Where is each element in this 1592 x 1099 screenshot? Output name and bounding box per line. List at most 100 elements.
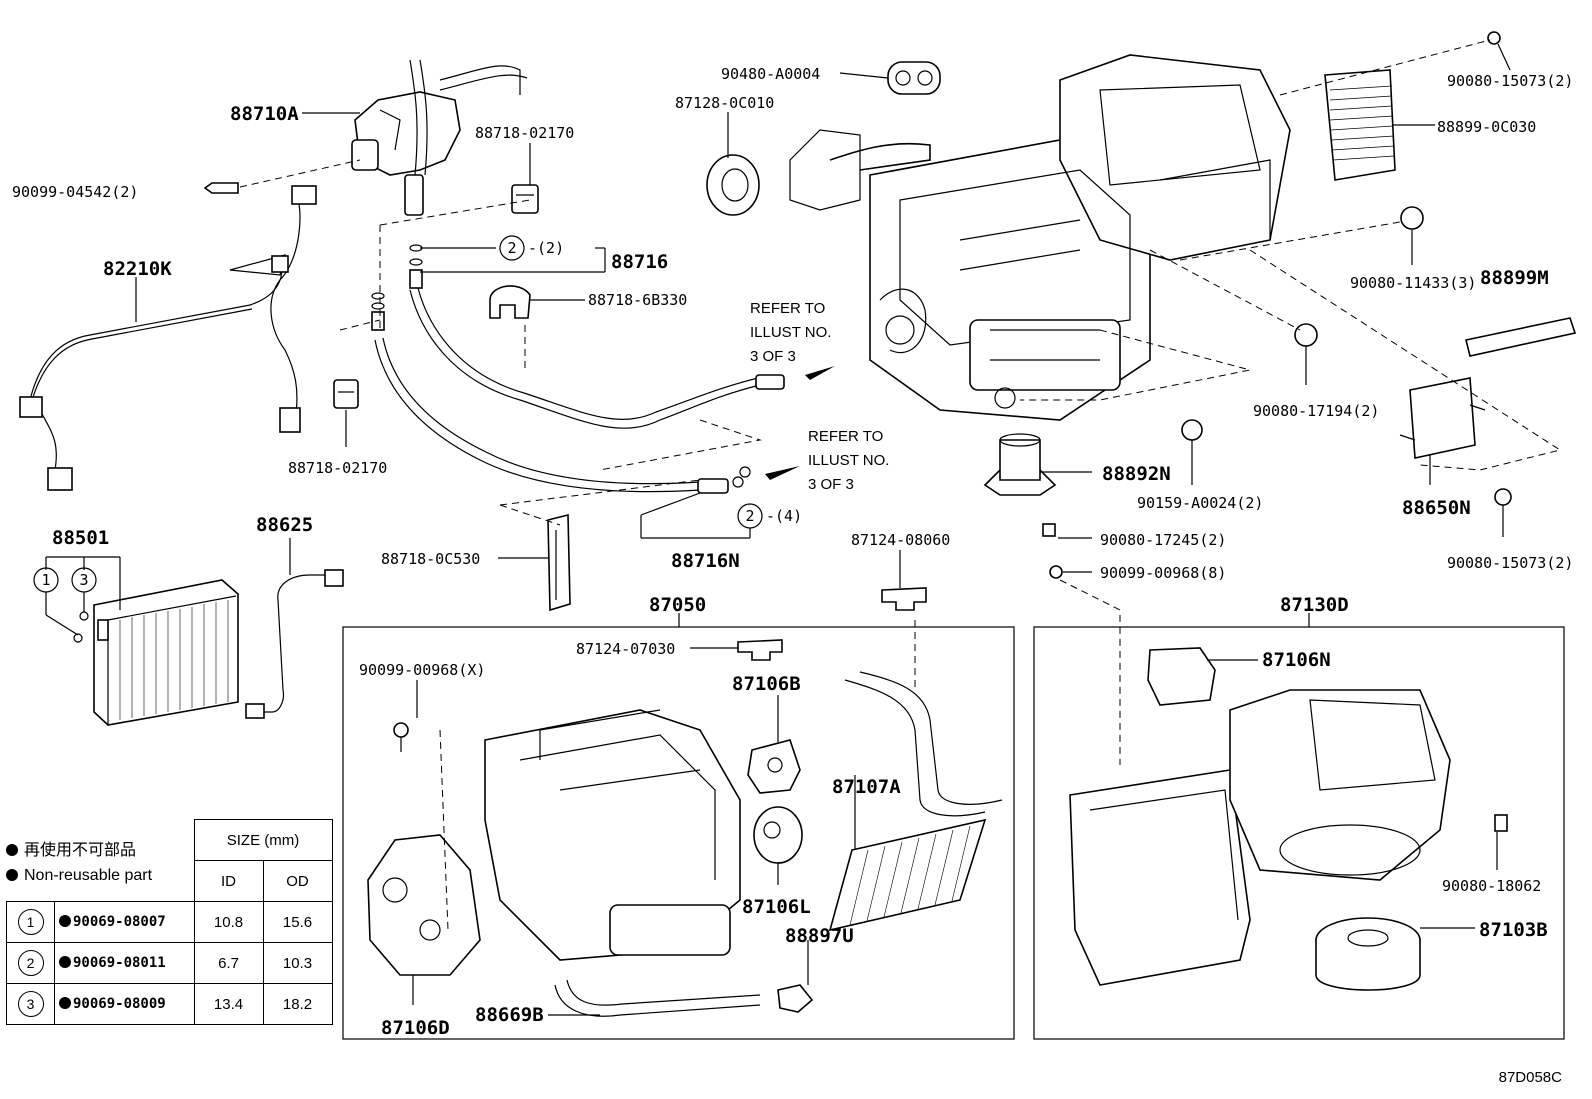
label-82210K: 82210K: [103, 258, 172, 280]
label-87106D: 87106D: [381, 1017, 450, 1039]
label-87107A: 87107A: [832, 776, 901, 798]
drain-hose-88669B-illustration: [554, 979, 761, 1017]
expansion-valve-illustration: [351, 59, 528, 216]
clip-87124-08060-illustration: [881, 587, 927, 611]
inner-diameter: 13.4: [193, 983, 264, 1025]
clip-87124-07030-illustration: [737, 639, 783, 661]
inner-diameter: 6.7: [193, 942, 264, 984]
dashed-guides: [239, 39, 1562, 931]
ref-number: 2: [507, 239, 516, 257]
air-filter-88899-0C030-illustration: [1324, 69, 1396, 181]
legend-line-japanese: 再使用不可部品: [6, 838, 152, 863]
seal-87128-0C010-illustration: [706, 154, 760, 216]
label-88716: 88716: [611, 251, 668, 273]
refer-note-2-line-3: 3 OF 3: [808, 476, 854, 493]
o-ring-size-table: SIZE (mm) ID OD 1 90069-08007 10.8 15.6 …: [6, 819, 333, 1025]
refer-note-1-line-3: 3 OF 3: [750, 348, 796, 365]
blower-case-illustration: [1069, 689, 1451, 986]
heater-core-87107A-illustration: [828, 671, 1003, 932]
label-88669B: 88669B: [475, 1004, 544, 1026]
label-88718-6B330: 88718-6B330: [588, 291, 687, 309]
sensor-88897U-illustration: [777, 984, 814, 1013]
ref-quantity: -(4): [766, 507, 802, 525]
label-90080-18062: 90080-18062: [1442, 877, 1541, 895]
label-90480-A0004: 90480-A0004: [721, 65, 820, 83]
ref-circle-3: 3: [71, 567, 97, 621]
servo-87106L-illustration: [753, 806, 803, 864]
label-90080-17245: 90080-17245(2): [1100, 531, 1226, 549]
screws-top-right-illustration: [1042, 31, 1512, 579]
clip-88718-02170-bottom-illustration: [333, 379, 359, 409]
label-87103B: 87103B: [1479, 919, 1548, 941]
ref-number: 2: [17, 950, 44, 976]
refer-note-1-line-2: ILLUST NO.: [750, 324, 831, 341]
label-88710A: 88710A: [230, 103, 299, 125]
legend-text-japanese: 再使用不可部品: [24, 842, 137, 859]
label-88899M: 88899M: [1480, 267, 1549, 289]
leader-lines: [45, 43, 1511, 1016]
ref-quantity: -(2): [528, 239, 564, 257]
part-number: 90069-08009: [73, 996, 166, 1012]
label-87124-07030: 87124-07030: [576, 640, 675, 658]
label-88897U: 88897U: [785, 925, 854, 947]
cover-88899M-illustration: [1465, 317, 1577, 357]
label-88718-02170-top: 88718-02170: [475, 124, 574, 142]
table-row: 2 90069-08011 6.7 10.3: [6, 942, 333, 984]
size-header: SIZE (mm): [193, 819, 333, 861]
suction-pipe-88716-illustration: [409, 287, 785, 429]
refer-note-2-line-2: ILLUST NO.: [808, 452, 889, 469]
ref-circle-1: 1: [33, 567, 83, 643]
label-88650N: 88650N: [1402, 497, 1471, 519]
label-87106L: 87106L: [742, 896, 811, 918]
label-90080-15073-bottom: 90080-15073(2): [1447, 554, 1573, 572]
duct-88892N-illustration: [983, 433, 1057, 496]
non-reusable-legend: 再使用不可部品 Non-reusable part: [6, 838, 152, 888]
evaporator-illustration: [93, 579, 239, 726]
label-90159-A0024: 90159-A0024(2): [1137, 494, 1263, 512]
filled-dot-icon: [6, 844, 18, 856]
refer-arrows: [765, 366, 835, 480]
servo-87106B-illustration: [747, 739, 801, 794]
ref-number: 3: [79, 571, 88, 589]
label-90080-17194: 90080-17194(2): [1253, 402, 1379, 420]
inner-diameter: 10.8: [193, 901, 264, 943]
clamp-88718-6B330-illustration: [489, 285, 531, 319]
label-90099-00968-X: 90099-00968(X): [359, 661, 485, 679]
part-number: 90069-08011: [73, 955, 166, 971]
refer-note-1-line-1: REFER TO: [750, 300, 825, 317]
id-header: ID: [193, 860, 264, 902]
label-88501: 88501: [52, 527, 109, 549]
outer-diameter: 18.2: [262, 983, 333, 1025]
filled-dot-icon: [59, 997, 71, 1009]
label-87106N: 87106N: [1262, 649, 1331, 671]
heater-case-illustration: [484, 709, 741, 961]
label-90099-00968-8: 90099-00968(8): [1100, 564, 1226, 582]
wire-harness-illustration: [19, 185, 317, 491]
label-88718-02170-bottom: 88718-02170: [288, 459, 387, 477]
blower-motor-87103B-illustration: [1315, 917, 1421, 991]
filled-dot-icon: [59, 956, 71, 968]
filled-dot-icon: [59, 915, 71, 927]
label-90099-04542: 90099-04542(2): [12, 183, 138, 201]
clip-90080-18062-illustration: [1494, 814, 1508, 832]
servo-87106N-illustration: [1147, 647, 1216, 706]
table-row: 1 90069-08007 10.8 15.6: [6, 901, 333, 943]
filled-dot-icon: [6, 869, 18, 881]
clip-88718-02170-top-illustration: [511, 184, 539, 214]
label-88899-0C030: 88899-0C030: [1437, 118, 1536, 136]
bolt-90099-00968-X-illustration: [393, 722, 409, 752]
label-88892N: 88892N: [1102, 463, 1171, 485]
ref-number: 1: [17, 909, 44, 935]
legend-text-english: Non-reusable part: [24, 867, 153, 884]
holder-88718-0C530-illustration: [547, 513, 571, 612]
part-number: 90069-08007: [73, 914, 166, 930]
blower-unit-frame: [1033, 626, 1565, 1040]
label-87050: 87050: [649, 594, 706, 616]
label-88716N: 88716N: [671, 550, 740, 572]
label-87124-08060: 87124-08060: [851, 531, 950, 549]
table-row: 3 90069-08009 13.4 18.2: [6, 983, 333, 1025]
label-87130D: 87130D: [1280, 594, 1349, 616]
thermistor-88625-illustration: [245, 569, 344, 719]
label-87128-0C010: 87128-0C010: [675, 94, 774, 112]
